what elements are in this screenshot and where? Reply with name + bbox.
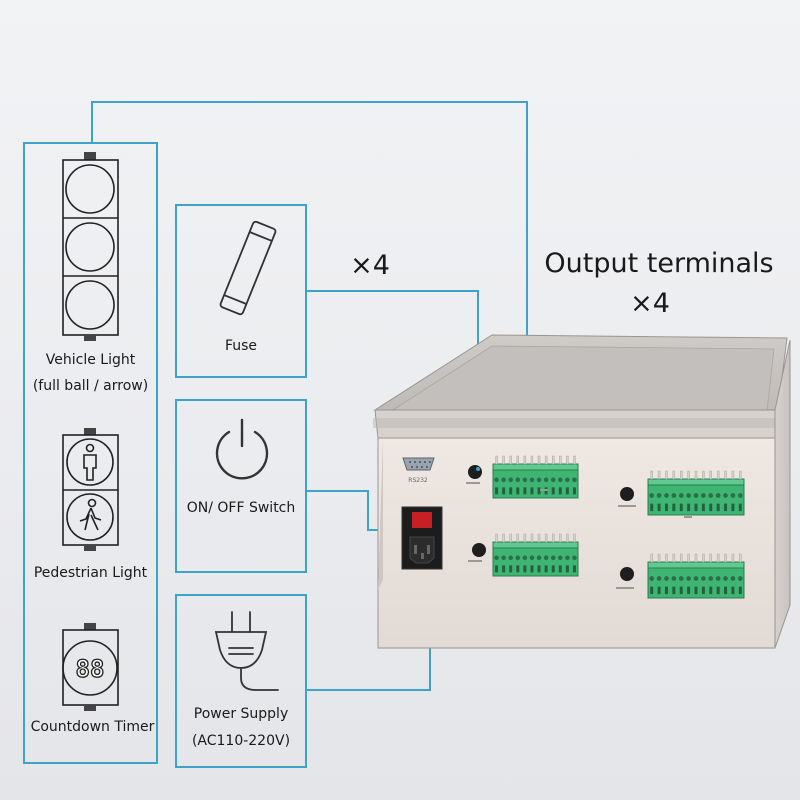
- power-supply-label: Power Supply: [193, 706, 289, 722]
- output-terminal-blocks: [492, 455, 745, 599]
- signal-lights-panel: [23, 142, 158, 764]
- countdown-timer-icon: [62, 623, 119, 711]
- vehicle-light-icon: [62, 152, 119, 341]
- power-supply-sublabel: (AC110-220V): [191, 733, 291, 749]
- panel-printing: [466, 482, 692, 589]
- rs232-port-label: RS232: [408, 477, 428, 484]
- knob-icon: [468, 465, 634, 581]
- switch-box: [175, 399, 307, 573]
- countdown-digits: 88: [76, 655, 105, 683]
- output-terminals-label: Output terminals: [544, 248, 774, 279]
- fuse-icon: [219, 220, 277, 316]
- power-plug-icon: [214, 611, 279, 691]
- terminal-block: [647, 553, 745, 599]
- power-box: [175, 594, 307, 768]
- power-switch-icon: [215, 418, 269, 480]
- power-socket-icon: [401, 506, 443, 570]
- controller-case: [373, 334, 791, 649]
- switch-label: ON/ OFF Switch: [186, 500, 296, 516]
- countdown-timer-label: Countdown Timer: [30, 719, 155, 735]
- fuse-box: [175, 204, 307, 378]
- terminal-block: [492, 533, 579, 577]
- fuse-label: Fuse: [224, 338, 258, 354]
- terminal-block: [647, 470, 745, 516]
- multiplier-right: ×4: [630, 288, 670, 319]
- pedestrian-light-label: Pedestrian Light: [33, 565, 148, 581]
- vehicle-light-label: Vehicle Light: [45, 352, 136, 368]
- pedestrian-light-icon: [62, 428, 119, 551]
- vehicle-light-sublabel: (full ball / arrow): [32, 378, 149, 394]
- rs232-port-icon: [402, 457, 435, 471]
- multiplier-left: ×4: [350, 250, 390, 281]
- line-lights-to-terminals: [91, 101, 528, 452]
